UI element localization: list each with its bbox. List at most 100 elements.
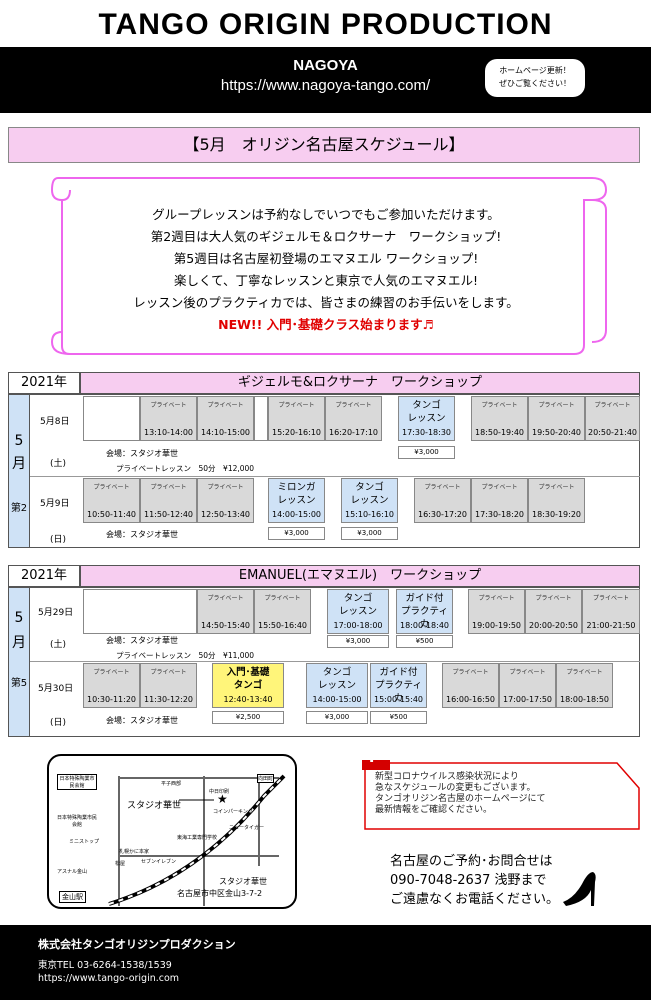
station-label: 金山駅 [59, 891, 86, 903]
slot-time: 16:20-17:10 [329, 428, 378, 437]
venue-label: 会場：スタジオ華世 [106, 716, 178, 725]
tango-lesson-slot[interactable]: タンゴレッスン 17:00-18:00 [327, 589, 389, 634]
class-line: タンゴ [355, 482, 384, 493]
empty-slot [254, 396, 268, 441]
exclamation-icon: ! [368, 760, 375, 766]
private-label: プライベート [207, 595, 244, 602]
slot-time: 19:00-19:50 [472, 621, 521, 630]
slot-time: 12:40-13:40 [223, 695, 273, 704]
month-suffix: 月 [12, 456, 26, 472]
slot-time: 15:10-16:10 [345, 510, 394, 519]
intro-line: グループレッスンは予約なしでいつでもご参加いただけます。 [152, 207, 500, 222]
private-label: プライベート [538, 402, 575, 409]
slot-time: 18:30-19:20 [532, 510, 581, 519]
class-name: ガイド付プラクティカ [371, 666, 426, 705]
slot-time: 11:50-12:40 [144, 510, 193, 519]
class-name: ガイド付プラクティカ [397, 592, 452, 631]
site-url[interactable]: https://www.nagoya-tango.com/ [220, 77, 431, 94]
notice-line: タンゴオリジン名古屋のホームページにて [375, 794, 546, 804]
schedule-year: 2021年 [8, 565, 80, 587]
price-box: ¥3,000 [398, 446, 455, 459]
map-label: 松屋 [115, 861, 126, 867]
class-name: タンゴレッスン [399, 399, 454, 425]
private-slot[interactable]: プライベート 11:50-12:40 [140, 478, 197, 523]
private-label: プライベート [150, 484, 187, 491]
month-schedule-title: 【5月 オリジン名古屋スケジュール】 [8, 127, 640, 163]
week-label: 第2 [10, 503, 28, 514]
intro-scroll: グループレッスンは予約なしでいつでもご参加いただけます。 第2週目は大人気のギジ… [40, 170, 612, 358]
header-band: NAGOYA https://www.nagoya-tango.com/ ホーム… [0, 47, 651, 113]
slot-time: 11:30-12:20 [144, 695, 193, 704]
intro-line: 楽しくて、丁寧なレッスンと東京で人気のエマヌエル! [173, 273, 478, 288]
day-of-week: (土) [50, 459, 67, 469]
class-line: レッスン [338, 606, 377, 617]
price-box: ¥3,000 [268, 527, 325, 540]
slot-time: 17:30-18:20 [475, 510, 524, 519]
tango-lesson-slot[interactable]: タンゴレッスン 15:10-16:10 [341, 478, 398, 523]
venue-label: 会場：スタジオ華世 [106, 449, 178, 458]
studio-marker: ★ [217, 792, 228, 806]
map-label: 向田町 [257, 774, 275, 783]
contact-info: 名古屋のご予約･お問合せは 090-7048-2637 浅野まで ご遠慮なくお電… [390, 852, 590, 909]
map-roads: ★ [108, 774, 286, 906]
slot-time: 21:00-21:50 [586, 621, 636, 630]
private-label: プライベート [278, 402, 315, 409]
slot-time: 18:00-18:40 [400, 621, 449, 630]
month-column: 5 月 第5 [8, 587, 30, 737]
row-divider [30, 661, 640, 662]
intro-line: レッスン後のプラクティカでは、皆さまの練習のお手伝いをします。 [133, 295, 519, 310]
map-label: 日本特殊陶業市民会館 [57, 815, 98, 828]
access-map: ★ 日本特殊陶業市民会館 日本特殊陶業市民会館 平子西部 中日印刷 東海工業専門… [47, 754, 297, 909]
class-line: 入門･基礎 [226, 667, 270, 678]
schedule-year: 2021年 [8, 372, 80, 394]
private-label: プライベート [538, 484, 575, 491]
class-line: レッスン [350, 495, 389, 506]
slot-time: 16:30-17:20 [418, 510, 467, 519]
day-of-week: (日) [50, 718, 67, 728]
private-label: プライベート [207, 402, 244, 409]
slot-time: 20:50-21:40 [588, 428, 637, 437]
day-date: 5月8日 [40, 417, 70, 427]
private-slot[interactable]: プライベート 20:50-21:40 [585, 396, 640, 441]
private-label: プライベート [594, 402, 631, 409]
contact-line: ご遠慮なくお電話ください。 [390, 892, 560, 907]
private-fee: プライベートレッスン 50分 ¥11,000 [116, 651, 255, 660]
footer: 株式会社タンゴオリジンプロダクション 東京TEL 03-6264-1538/15… [0, 925, 651, 1000]
slot-time: 20:00-20:50 [529, 621, 578, 630]
company-site[interactable]: https://www.tango-origin.com [38, 973, 180, 984]
slot-time: 17:00-18:00 [333, 621, 383, 630]
notice-line: 新型コロナウイルス感染状況により [375, 772, 519, 782]
contact-phone-row: 090-7048-2637 浅野まで [390, 871, 590, 890]
private-slot[interactable]: プライベート 18:30-19:20 [528, 478, 585, 523]
empty-slot [83, 396, 140, 441]
private-label: プライベート [452, 669, 489, 676]
contact-phone[interactable]: 090-7048-2637 [390, 873, 491, 888]
class-line: タンゴ [343, 593, 373, 604]
